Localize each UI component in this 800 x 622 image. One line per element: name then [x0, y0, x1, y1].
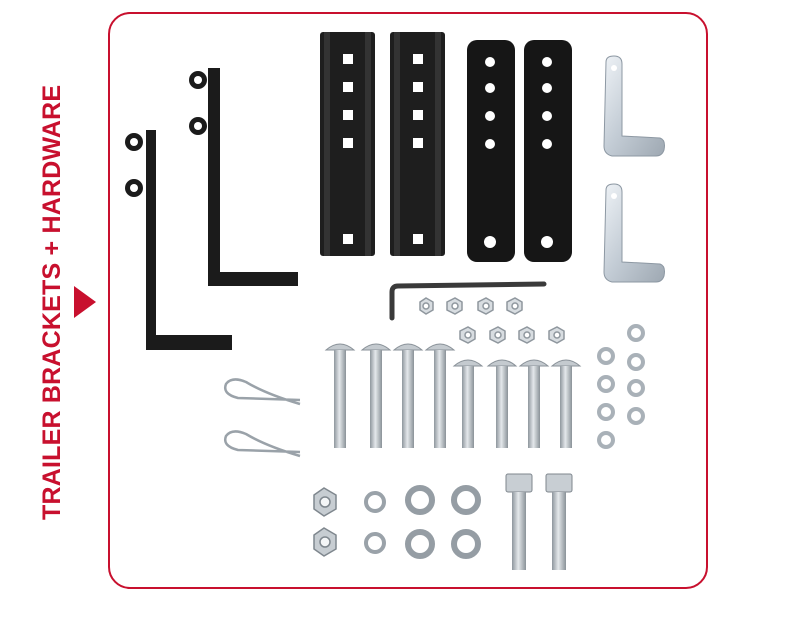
l-bracket-right [189, 68, 298, 286]
hex-key [389, 281, 547, 321]
l-bracket-left [125, 130, 232, 350]
flat-plate-2 [524, 40, 572, 262]
r-clips [224, 378, 301, 458]
split-washers [364, 491, 386, 554]
carriage-bolts [324, 343, 582, 448]
channel-bracket-1 [320, 32, 375, 256]
arrow-right-icon [74, 286, 96, 318]
flat-washers [405, 485, 481, 559]
zinc-l-pin-2 [603, 183, 665, 283]
lock-washers [597, 324, 645, 449]
hex-bolts [505, 473, 573, 570]
zinc-l-pin-1 [603, 55, 665, 157]
flat-plate-1 [467, 40, 515, 262]
hex-nuts [313, 487, 337, 557]
channel-bracket-2 [390, 32, 445, 256]
small-nuts [419, 297, 565, 344]
